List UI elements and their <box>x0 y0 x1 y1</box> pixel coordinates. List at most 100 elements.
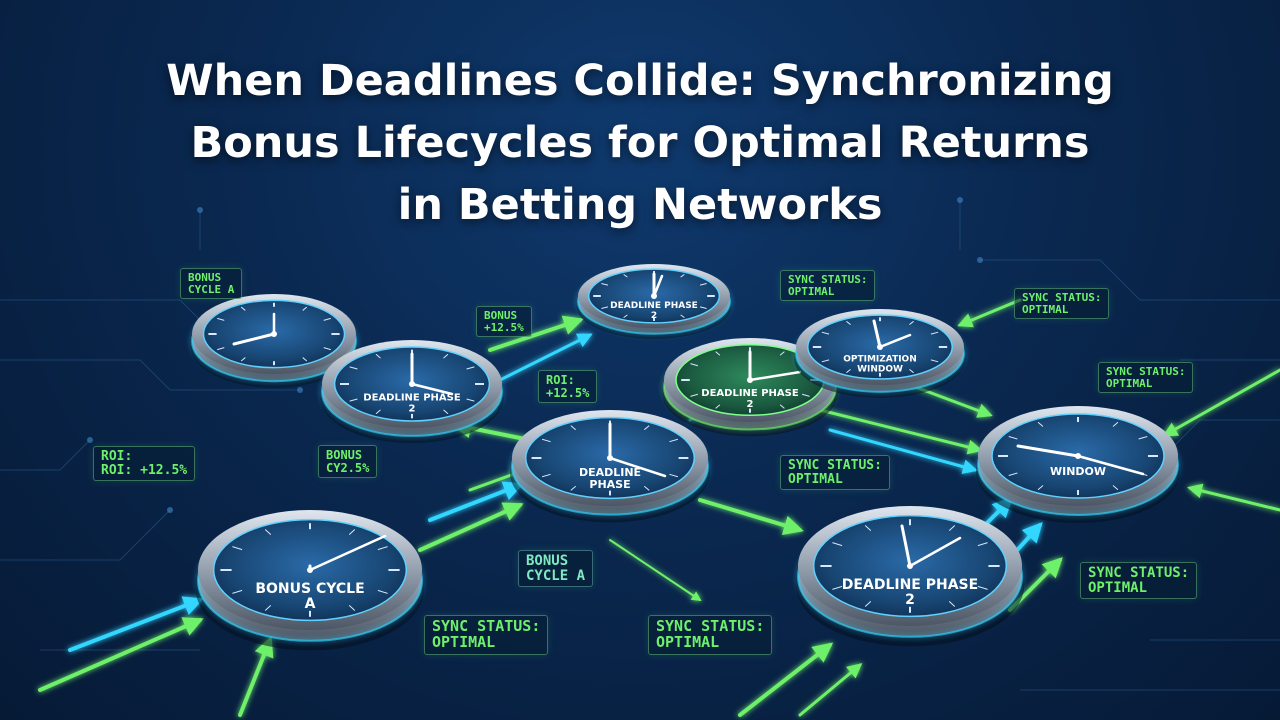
label-line: +12.5% <box>546 385 590 400</box>
clock-label: BONUS CYCLE <box>255 581 364 597</box>
clock-label: DEADLINE PHASE <box>363 393 461 404</box>
clock-tick <box>240 306 246 311</box>
clock-label: DEADLINE PHASE <box>701 388 799 399</box>
clock-minute-hand <box>908 536 962 568</box>
title-line-1: When Deadlines Collide: Synchronizing <box>166 56 1114 106</box>
clock-label: OPTIMIZATION <box>843 354 917 364</box>
label-line: SYNC STATUS: <box>1106 365 1186 378</box>
clock-tick <box>348 604 356 611</box>
clock-tick <box>977 542 988 547</box>
clock-tick <box>779 351 785 356</box>
label-line: +12.5% <box>484 320 524 334</box>
roi-label-mid: ROI: +12.5% <box>538 370 598 404</box>
clock-c7: WINDOW <box>976 406 1180 523</box>
sync-status-label-bottom-right: SYNC STATUS: OPTIMAL <box>1080 562 1198 600</box>
label-line: ROI: <box>101 449 133 464</box>
bonus-cycle-a-label-bottom: BONUS CYCLE A <box>518 550 594 588</box>
clock-tick <box>302 306 308 311</box>
clock-center-pin <box>907 563 913 569</box>
label-line: CYCLE A <box>188 282 235 296</box>
clock-tick <box>801 393 810 397</box>
label-line: OPTIMAL <box>1106 376 1153 390</box>
clock-label: 2 <box>905 592 915 608</box>
clock-tick <box>821 331 830 335</box>
clock-tick <box>643 425 650 431</box>
clock-tick <box>846 368 851 374</box>
clock-tick <box>349 398 358 402</box>
clock-center-pin <box>409 381 415 387</box>
clock-minute-hand <box>878 333 912 349</box>
clock-tick <box>302 357 308 362</box>
clock-c1 <box>190 294 358 388</box>
clock-minute-hand <box>608 456 667 478</box>
clock-tick <box>1138 436 1148 440</box>
label-line: OPTIMAL <box>432 632 496 651</box>
clock-tick <box>443 353 449 359</box>
title-line-2: Bonus Lifecycles for Optimal Returns <box>190 118 1090 168</box>
clock-center-pin <box>747 377 753 383</box>
clock-tick <box>715 404 721 409</box>
clock-tick <box>669 438 679 443</box>
clock-tick <box>623 273 628 278</box>
label-line: OPTIMAL <box>788 471 843 487</box>
clock-hour-hand <box>872 319 882 349</box>
clock-minute-hand <box>652 274 664 298</box>
sync-status-label-bottom-left: SYNC STATUS: OPTIMAL <box>424 615 549 655</box>
clock-tick <box>1037 485 1044 491</box>
clock-tick <box>623 314 628 319</box>
clock-tick <box>570 425 577 431</box>
clock-tick <box>217 317 225 321</box>
clock-center-pin <box>607 455 613 461</box>
clock-tick <box>541 473 551 478</box>
connector-arrows <box>38 298 1280 717</box>
clock-tick <box>375 409 381 415</box>
clock-label: WINDOW <box>1050 465 1106 478</box>
clock-tick <box>377 589 388 594</box>
clock-tick <box>977 585 988 590</box>
clock-label: DEADLINE PHASE <box>842 577 978 593</box>
clock-tick <box>699 306 707 309</box>
bonus-cycle-a-label-top: BONUS CYCLE A <box>180 268 243 300</box>
clock-label: 2 <box>747 399 754 410</box>
clock-label: 2 <box>651 311 657 321</box>
clock-tick <box>466 366 475 370</box>
clock-tick <box>832 585 843 590</box>
label-line: OPTIMAL <box>788 284 835 298</box>
clock-tick <box>669 473 679 478</box>
clock-tick <box>1037 421 1044 427</box>
clock-tick <box>909 368 914 374</box>
label-line: CYCLE A <box>526 567 586 584</box>
clock-center-pin <box>1075 453 1081 459</box>
label-line: SYNC STATUS: <box>432 617 541 635</box>
sync-status-label-right-mid: SYNC STATUS: OPTIMAL <box>1098 362 1194 394</box>
label-line: SYNC STATUS: <box>656 617 765 635</box>
clock-center-pin <box>307 567 313 573</box>
clock-tick <box>1112 421 1119 427</box>
clock-tick <box>1112 485 1119 491</box>
clock-tick <box>643 485 650 491</box>
label-line: OPTIMAL <box>656 632 720 651</box>
clock-tick <box>375 353 381 359</box>
clock-tick <box>349 366 358 370</box>
clock-tick <box>846 320 851 326</box>
label-line: BONUS <box>526 553 569 569</box>
sync-status-label-center: SYNC STATUS: OPTIMAL <box>780 455 890 491</box>
clock-minute-hand <box>308 534 387 572</box>
clock-tick <box>601 306 609 309</box>
clock-tick <box>948 600 956 607</box>
clock-label: 2 <box>409 404 416 415</box>
clock-tick <box>466 398 475 402</box>
clock-minute-hand <box>1076 454 1145 476</box>
clock-tick <box>570 485 577 491</box>
clock-tick <box>864 600 872 607</box>
clock-tick <box>821 359 830 363</box>
circuit-grid <box>0 200 1280 691</box>
sync-status-label-top: SYNC STATUS: OPTIMAL <box>780 270 876 302</box>
clock-tick <box>699 283 707 286</box>
clock-tick <box>832 542 843 547</box>
